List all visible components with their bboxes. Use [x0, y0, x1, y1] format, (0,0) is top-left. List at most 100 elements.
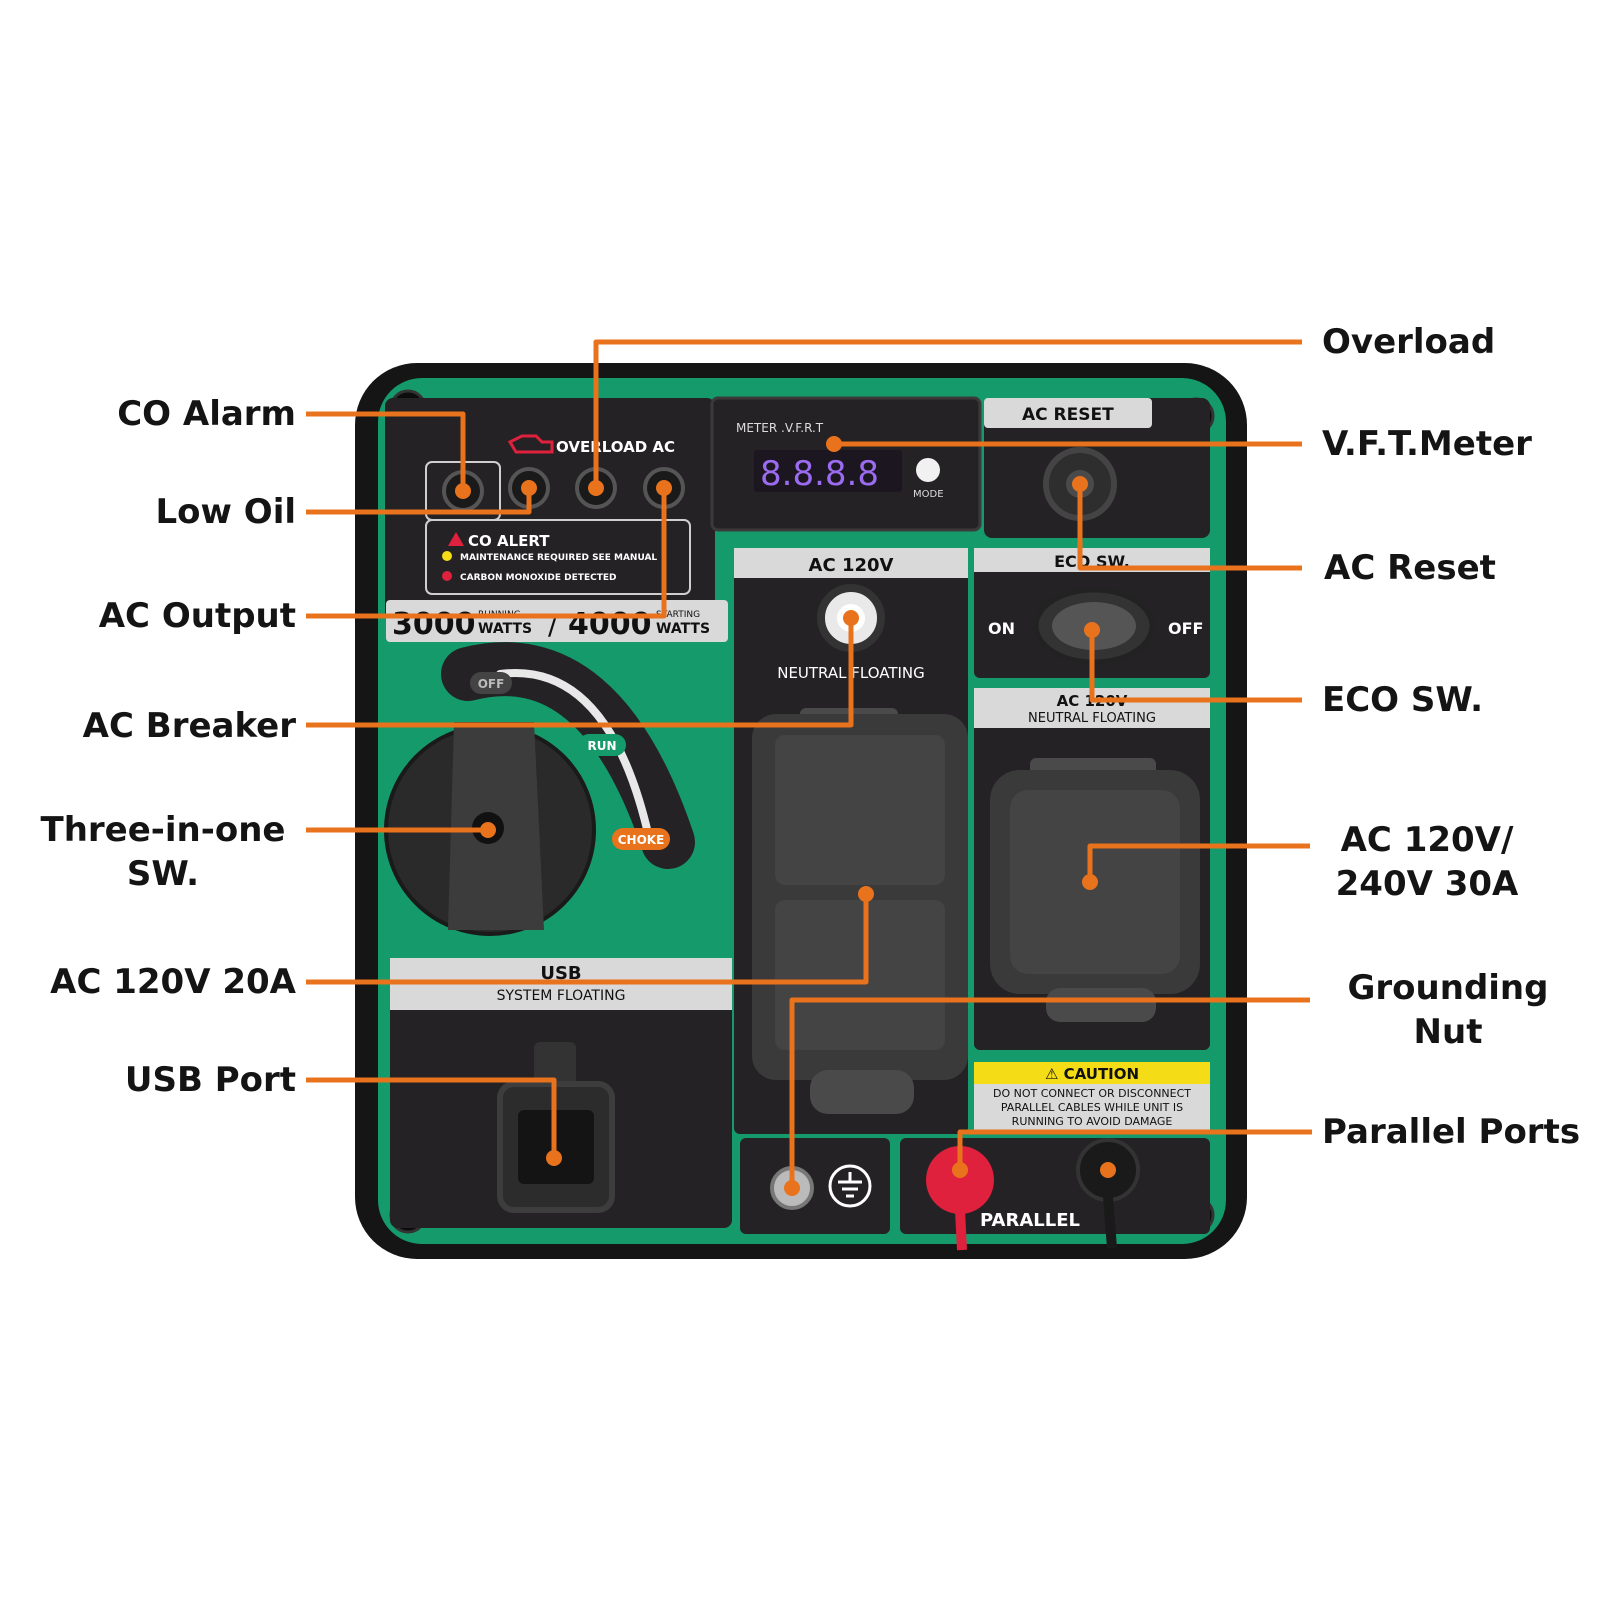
ground-symbol-icon: [828, 1164, 872, 1208]
callout-ac-reset: AC Reset: [1324, 548, 1496, 588]
watts-strip: [386, 600, 728, 642]
eco-off-label: OFF: [1168, 619, 1203, 638]
dial-choke-pill: [612, 828, 670, 850]
mode-button[interactable]: [916, 458, 940, 482]
dial-off-pill: [470, 672, 512, 694]
ac-120v-label: AC 120V: [809, 555, 894, 576]
leader-dot: [546, 1150, 562, 1166]
leader-ac-reset: [1077, 484, 1302, 571]
caution-line-3: RUNNING TO AVOID DAMAGE: [1012, 1115, 1173, 1128]
watts-label: WATTS: [478, 621, 532, 637]
caution-title: ⚠ CAUTION: [1045, 1065, 1139, 1083]
eco-on-label: ON: [988, 619, 1015, 638]
dial-run-pill: [578, 734, 626, 756]
callout-grounding-line1: Grounding: [1347, 968, 1549, 1008]
oil-can-icon: [507, 434, 554, 454]
dial-scale-arc: [496, 669, 654, 846]
parallel-port-red[interactable]: [926, 1146, 994, 1214]
meter-title: METER .V.F.R.T: [736, 421, 824, 435]
leader-dot: [1100, 1162, 1116, 1178]
leader-eco-sw: [1089, 630, 1302, 703]
dial-run-label: RUN: [587, 739, 616, 753]
leader-dot: [843, 610, 859, 626]
leader-dot: [784, 1180, 800, 1196]
leader-ac-30a: [1087, 843, 1310, 882]
starting-watts: 4000: [568, 607, 652, 642]
caution-label-bar: [974, 1062, 1210, 1084]
ac-reset-label-bar: [984, 398, 1152, 428]
leader-dot: [858, 886, 874, 902]
starting-label: STARTING: [656, 610, 700, 620]
parallel-label: PARALLEL: [980, 1210, 1080, 1231]
callout-usb-port: USB Port: [124, 1060, 296, 1100]
callout-ac-120-240-line2: 240V 30A: [1335, 864, 1519, 904]
callout-ac-120-240: AC 120V/ 240V 30A: [1312, 818, 1542, 906]
callout-three-in-one-line2: SW.: [126, 854, 200, 894]
parallel-black-tether: [1103, 1195, 1117, 1249]
outlet-30a-neutral-label: NEUTRAL FLOATING: [1028, 711, 1156, 726]
leader-dot: [455, 483, 471, 499]
leader-ac-120v-20a: [306, 894, 869, 985]
leader-parallel: [957, 1129, 1312, 1170]
leader-dot: [1084, 622, 1100, 638]
grounding-block: [740, 1138, 890, 1234]
carbon-dot: [442, 571, 452, 581]
leader-dot: [1082, 874, 1098, 890]
outlet-30a-tab[interactable]: [1046, 988, 1156, 1022]
leader-dot: [1072, 476, 1088, 492]
watts-label: WATTS: [656, 621, 710, 637]
callout-overload: Overload: [1322, 322, 1496, 362]
callout-three-in-one-line1: Three-in-one: [40, 810, 286, 850]
dial-off-label: OFF: [478, 677, 505, 691]
system-floating-label: SYSTEM FLOATING: [497, 988, 626, 1004]
carbon-label: CARBON MONOXIDE DETECTED: [460, 573, 616, 583]
outlet-20a-tab[interactable]: [810, 1070, 914, 1114]
running-watts: 3000: [392, 607, 476, 642]
callout-grounding-nut: Grounding Nut: [1318, 966, 1578, 1054]
watts-slash: /: [548, 608, 558, 641]
outlet-20a-cover-bottom: [775, 900, 945, 1050]
leader-dot: [521, 480, 537, 496]
leader-grounding-nut: [789, 997, 1310, 1188]
callout-ac-output: AC Output: [98, 596, 296, 636]
leader-ac-output: [306, 488, 667, 619]
callout-three-in-one: Three-in-one SW.: [28, 808, 298, 896]
caution-line-1: DO NOT CONNECT OR DISCONNECT: [993, 1087, 1191, 1100]
leader-endpoints: [455, 436, 1116, 1196]
callout-grounding-line2: Nut: [1413, 1012, 1483, 1052]
maintenance-label: MAINTENANCE REQUIRED SEE MANUAL: [460, 553, 657, 563]
leader-overload: [593, 339, 1302, 488]
ac-reset-label: AC RESET: [1022, 405, 1114, 425]
mode-label: MODE: [913, 489, 944, 500]
leader-co-alarm: [306, 411, 466, 491]
warning-triangle-icon: [448, 532, 464, 546]
outlet-20a-cover-top: [775, 735, 945, 885]
leader-usb-port: [306, 1077, 557, 1158]
callout-vft-meter: V.F.T.Meter: [1322, 424, 1532, 464]
indicator-block: [385, 398, 715, 620]
leader-lines: [306, 339, 1312, 1188]
callout-ac-120v-20a: AC 120V 20A: [50, 962, 296, 1002]
meter-display: [754, 450, 902, 492]
leader-dot: [656, 480, 672, 496]
caution-text-bar: [974, 1084, 1210, 1130]
callout-parallel-ports: Parallel Ports: [1322, 1112, 1581, 1152]
indicator-lights: [442, 467, 685, 512]
callout-ac-120-240-line1: AC 120V/: [1340, 820, 1514, 860]
maintenance-dot: [442, 551, 452, 561]
leader-dot: [480, 822, 496, 838]
co-alert-label: CO ALERT: [468, 532, 550, 550]
callout-eco-sw: ECO SW.: [1322, 680, 1484, 720]
indicator-subframe: [425, 519, 691, 595]
caution-line-2: PARALLEL CABLES WHILE UNIT IS: [1001, 1101, 1183, 1114]
parallel-red-tether: [955, 1209, 967, 1251]
usb-label: USB: [540, 963, 581, 984]
ac-120v-label-bar: [734, 548, 968, 578]
leader-dot: [952, 1162, 968, 1178]
callout-co-alarm: CO Alarm: [117, 394, 296, 434]
overload-ac-label: OVERLOAD AC: [556, 438, 675, 456]
meter-digits: 8.8.8.8: [760, 454, 879, 494]
ground-symbol-lines: [838, 1172, 862, 1198]
